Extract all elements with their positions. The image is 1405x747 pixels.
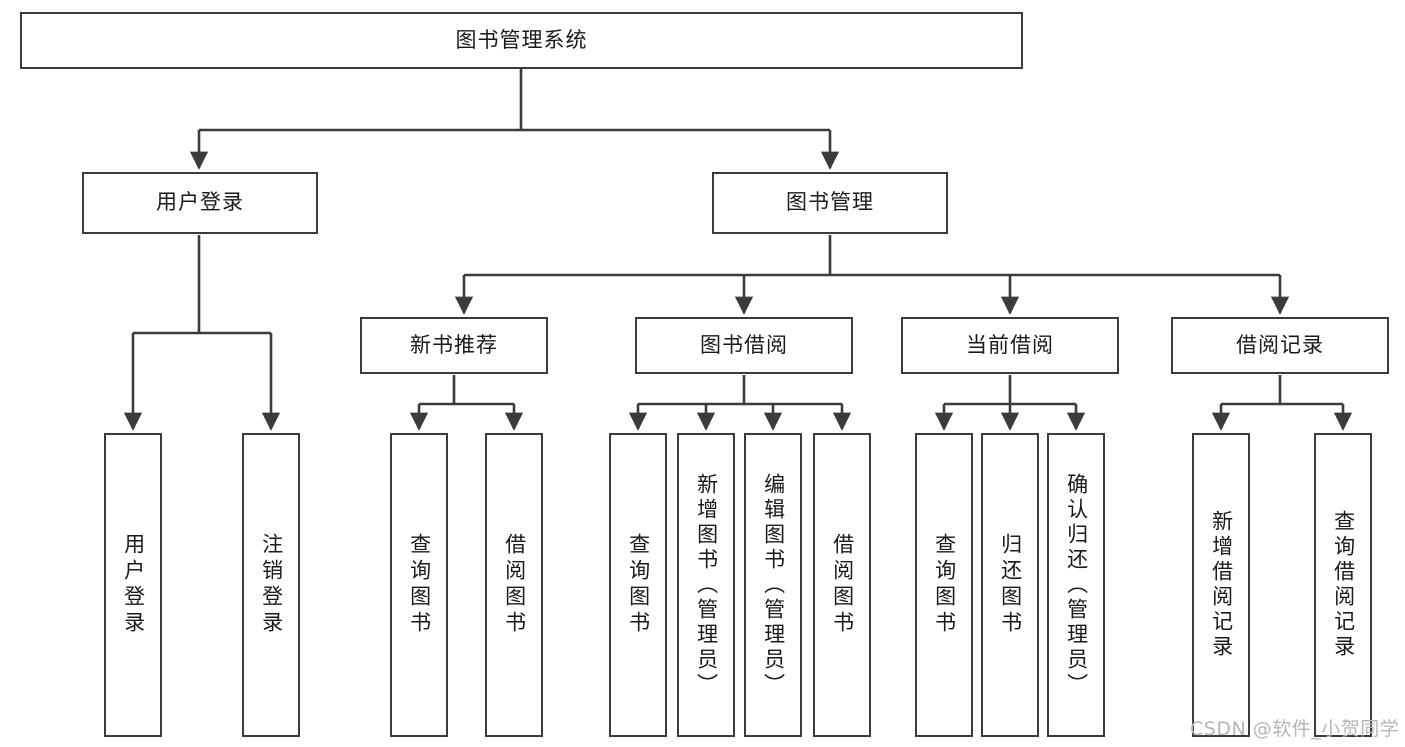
leaf-query-book-new[interactable]: 查询图书 <box>390 433 448 737</box>
leaf-edit-book-admin[interactable]: 编辑图书（管理员） <box>744 433 802 737</box>
leaf-confirm-return-admin[interactable]: 确认归还（管理员） <box>1047 433 1105 737</box>
leaf-logout[interactable]: 注销登录 <box>242 433 300 737</box>
leaf-add-book-admin[interactable]: 新增图书（管理员） <box>677 433 735 737</box>
node-root-system[interactable]: 图书管理系统 <box>20 12 1023 69</box>
node-new-book-recommend[interactable]: 新书推荐 <box>360 317 548 374</box>
leaf-borrow-book-new[interactable]: 借阅图书 <box>485 433 543 737</box>
leaf-query-borrow-record[interactable]: 查询借阅记录 <box>1314 433 1372 737</box>
leaf-borrow-book[interactable]: 借阅图书 <box>813 433 871 737</box>
csdn-watermark: CSDN @软件_小贺同学 <box>1190 718 1400 740</box>
leaf-user-login[interactable]: 用户登录 <box>104 433 162 737</box>
leaf-add-borrow-record[interactable]: 新增借阅记录 <box>1192 433 1250 737</box>
node-user-login[interactable]: 用户登录 <box>82 172 318 234</box>
node-book-management[interactable]: 图书管理 <box>712 172 948 234</box>
node-book-borrow[interactable]: 图书借阅 <box>635 317 853 374</box>
node-current-borrow[interactable]: 当前借阅 <box>901 317 1119 374</box>
leaf-query-book-borrow[interactable]: 查询图书 <box>609 433 667 737</box>
leaf-query-book-current[interactable]: 查询图书 <box>915 433 973 737</box>
node-borrow-record[interactable]: 借阅记录 <box>1171 317 1389 374</box>
leaf-return-book[interactable]: 归还图书 <box>981 433 1039 737</box>
